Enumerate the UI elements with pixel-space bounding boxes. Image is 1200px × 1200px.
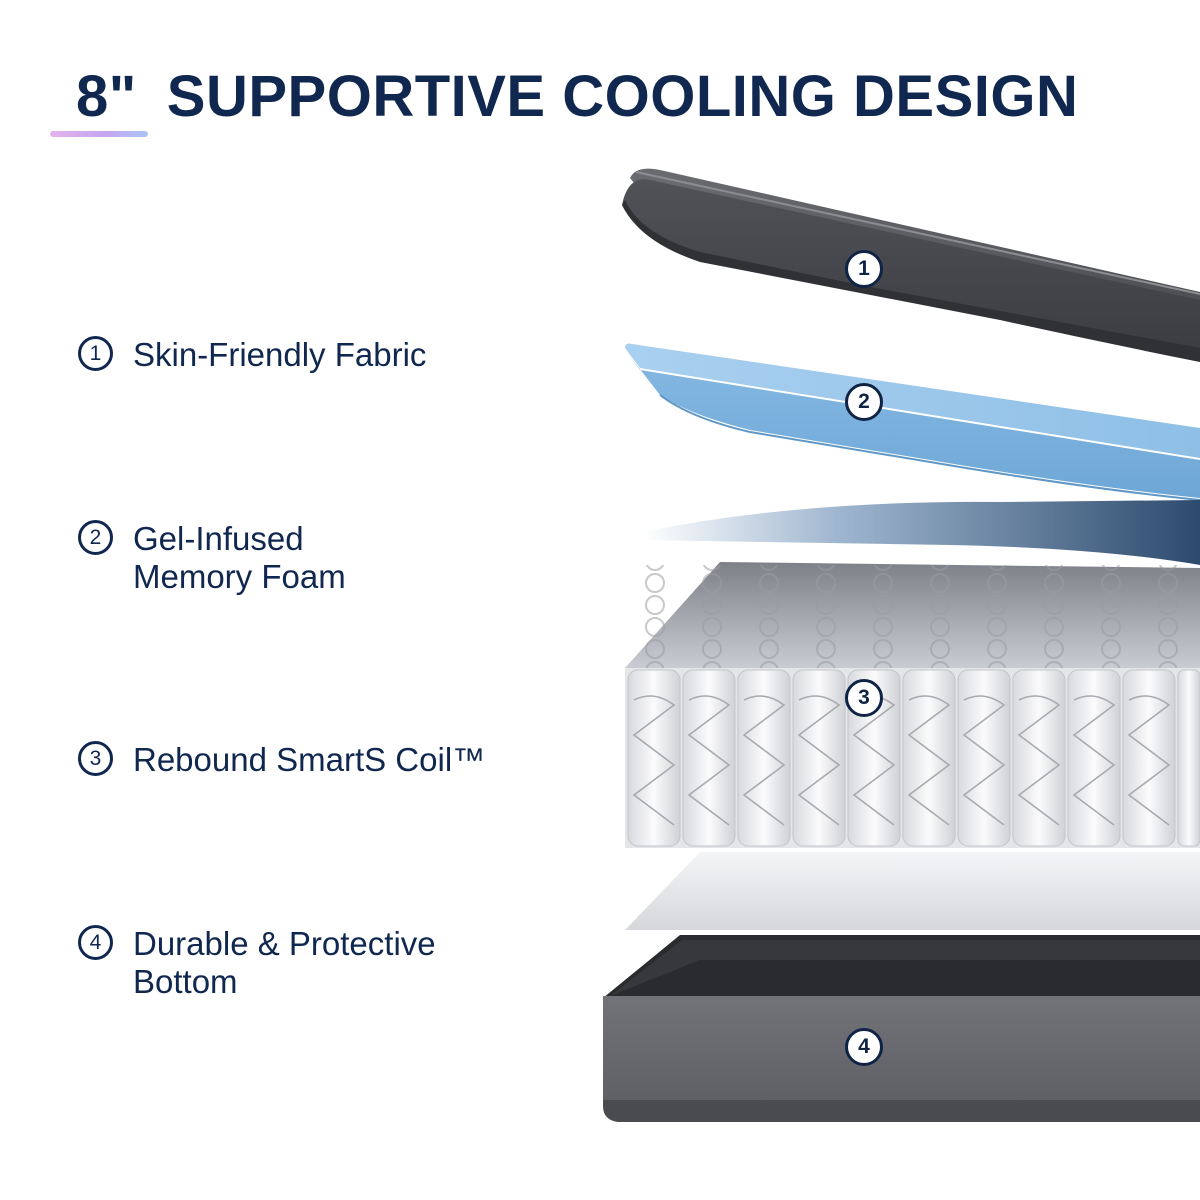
layer-label-2: 2 Gel-Infused Memory Foam (78, 520, 346, 596)
layer-label-3: 3 Rebound SmartS Coil™ (78, 741, 485, 779)
layer-text-4: Durable & Protective Bottom (133, 925, 436, 1000)
layer-label-4: 4 Durable & Protective Bottom (78, 925, 436, 1001)
layer-number-1: 1 (78, 336, 113, 371)
gel-foam-layer (625, 343, 1200, 501)
base-layer (603, 935, 1200, 1122)
layer-number-4: 4 (78, 925, 113, 960)
title-underline (50, 131, 148, 137)
layer-number-3: 3 (78, 741, 113, 776)
badge-1: 1 (845, 250, 883, 288)
coil-layer (625, 562, 1200, 848)
coil-springs (632, 695, 1171, 826)
transition-sheet (642, 500, 1200, 565)
badge-4: 4 (845, 1028, 883, 1066)
lower-sheet (625, 852, 1200, 930)
title-text: SUPPORTIVE COOLING DESIGN (166, 64, 1079, 129)
layer-text-3: Rebound SmartS Coil™ (133, 741, 486, 778)
layer-text-1: Skin-Friendly Fabric (133, 336, 427, 373)
badge-2: 2 (845, 383, 883, 421)
page-title: 8" SUPPORTIVE COOLING DESIGN (76, 62, 1078, 132)
layer-label-1: 1 Skin-Friendly Fabric (78, 336, 426, 374)
layer-number-2: 2 (78, 520, 113, 555)
layer-text-2: Gel-Infused Memory Foam (133, 520, 346, 595)
coil-columns (627, 669, 1200, 847)
fabric-layer (622, 168, 1200, 362)
badge-3: 3 (845, 679, 883, 717)
title-size: 8" (76, 64, 137, 129)
